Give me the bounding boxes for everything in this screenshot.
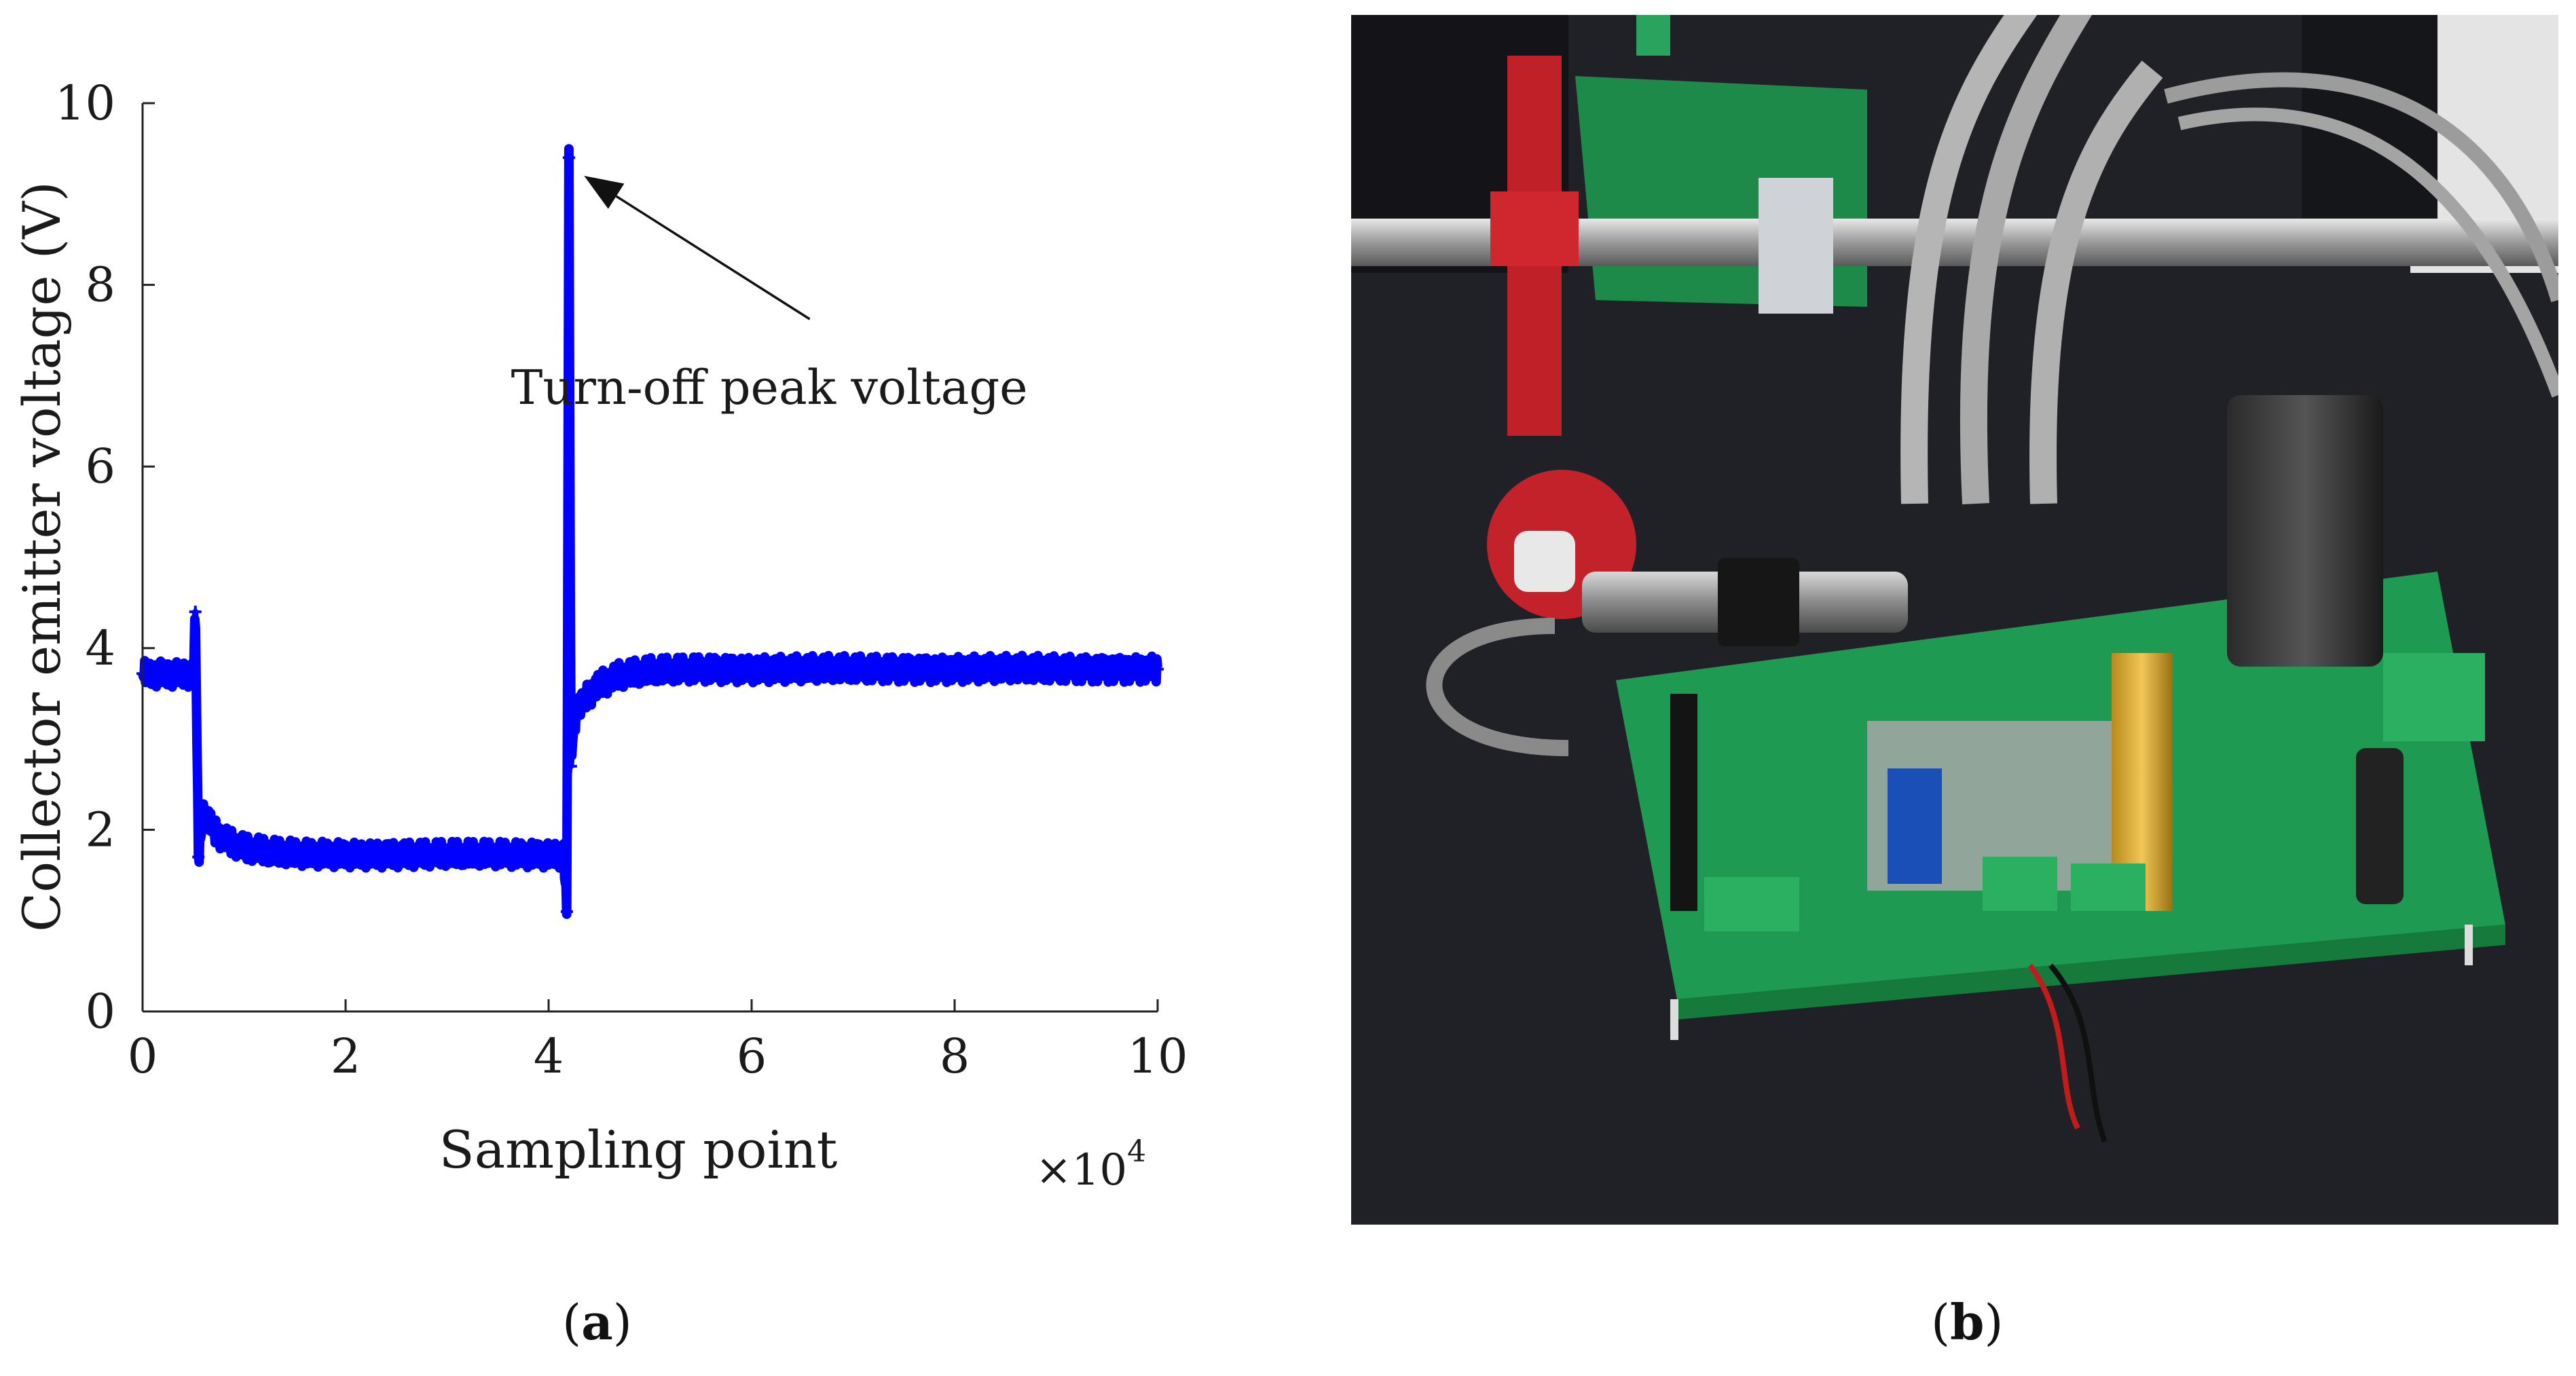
series-point	[1050, 663, 1063, 675]
x-tick-label: 6	[737, 1028, 767, 1084]
x-exponent-base: ×10	[1035, 1145, 1127, 1195]
terminal-block-3	[2071, 863, 2146, 911]
standoff-2	[2465, 925, 2473, 965]
series-point	[268, 846, 281, 859]
series-point	[166, 667, 179, 680]
series-point	[1152, 663, 1164, 675]
series-point	[695, 663, 707, 675]
terminal-block-4	[2383, 653, 2485, 741]
series-point	[746, 663, 758, 675]
x-tick-label: 10	[1127, 1028, 1188, 1084]
current-sensor	[1888, 768, 1942, 884]
series-point	[583, 687, 595, 700]
white-knob	[1514, 531, 1575, 592]
annotation-arrow-line	[615, 195, 811, 320]
series-point	[207, 823, 220, 836]
black-wire	[2048, 963, 2108, 1143]
red-wire	[2027, 963, 2080, 1130]
series-point	[187, 667, 200, 680]
series-point	[197, 805, 210, 818]
series-point	[542, 848, 555, 861]
grey-cables-right	[2164, 72, 2558, 303]
series-point	[192, 851, 205, 863]
caption-a: (a)	[562, 1293, 632, 1351]
series-point	[557, 848, 570, 861]
series-point	[390, 848, 403, 861]
annotation-layer: Turn-off peak voltage	[511, 176, 1028, 415]
probe-cable-1	[1900, 15, 2038, 504]
series-point	[568, 714, 581, 727]
y-tick-label: 2	[85, 802, 115, 857]
annotation-arrow-head	[584, 176, 625, 209]
x-axis-label: Sampling point	[439, 1119, 838, 1180]
grey-cable-left	[1426, 618, 1569, 756]
series-point	[644, 665, 657, 677]
electrolytic-capacitor	[2227, 395, 2383, 667]
series-point	[593, 678, 606, 691]
series-line	[143, 154, 1158, 915]
caption-b: (b)	[1931, 1293, 2004, 1351]
y-tick-label: 4	[85, 620, 115, 676]
series-point	[564, 760, 577, 773]
y-axis-label: Collector emitter voltage (V)	[12, 181, 72, 932]
series-layer	[136, 144, 1164, 919]
series-point	[238, 842, 251, 855]
probe-cable-2	[1959, 15, 2093, 504]
terminal-block-2	[1983, 857, 2057, 911]
test-rig-photo	[1351, 15, 2558, 1225]
x-exponent-power: 4	[1127, 1134, 1146, 1169]
caption-a-letter: a	[581, 1293, 613, 1351]
grey-cables-right-2	[2177, 107, 2558, 398]
main-board-edge	[1677, 925, 2505, 1020]
series-point	[339, 848, 352, 861]
x-tick-label: 8	[940, 1028, 970, 1084]
series-point	[217, 832, 230, 845]
x-tick-label: 4	[534, 1028, 564, 1084]
sensor-black-collar	[1718, 558, 1799, 646]
y-tick-label: 10	[55, 75, 115, 131]
small-capacitor	[2356, 748, 2404, 904]
x-axis-exponent: ×104	[1035, 1134, 1146, 1195]
series-point	[299, 848, 312, 861]
series-point	[189, 606, 202, 618]
y-tick-label: 8	[85, 257, 115, 313]
x-tick-label: 2	[331, 1028, 361, 1084]
red-clamp-block	[1490, 191, 1579, 266]
caption-b-letter: b	[1950, 1293, 1985, 1351]
series-point	[949, 663, 961, 675]
series-point	[613, 669, 626, 682]
ticks-layer: 0 2 4 6 8 10 0 2 4 6 8 10	[55, 75, 1188, 1084]
series-noise-band	[138, 144, 1162, 919]
x-tick-label: 0	[128, 1028, 158, 1084]
chart-panel: 0 2 4 6 8 10 0 2 4 6 8 10 Sampling point Collector …	[12, 75, 1188, 1195]
series-point	[847, 663, 860, 675]
y-tick-label: 6	[85, 439, 115, 494]
y-tick-label: 0	[85, 984, 115, 1039]
annotation-text: Turn-off peak voltage	[511, 360, 1028, 415]
series-point	[560, 905, 573, 918]
standoff-1	[1670, 999, 1678, 1040]
terminal-block-1	[1704, 877, 1799, 931]
series-point	[562, 151, 575, 164]
probe-cable-3	[2029, 60, 2163, 504]
bnc-cable	[1670, 694, 1697, 911]
series-point	[492, 848, 504, 861]
series-point	[441, 848, 454, 861]
rear-board-connector	[1636, 15, 1670, 56]
metal-clamp	[1759, 178, 1833, 314]
series-point	[572, 701, 585, 713]
